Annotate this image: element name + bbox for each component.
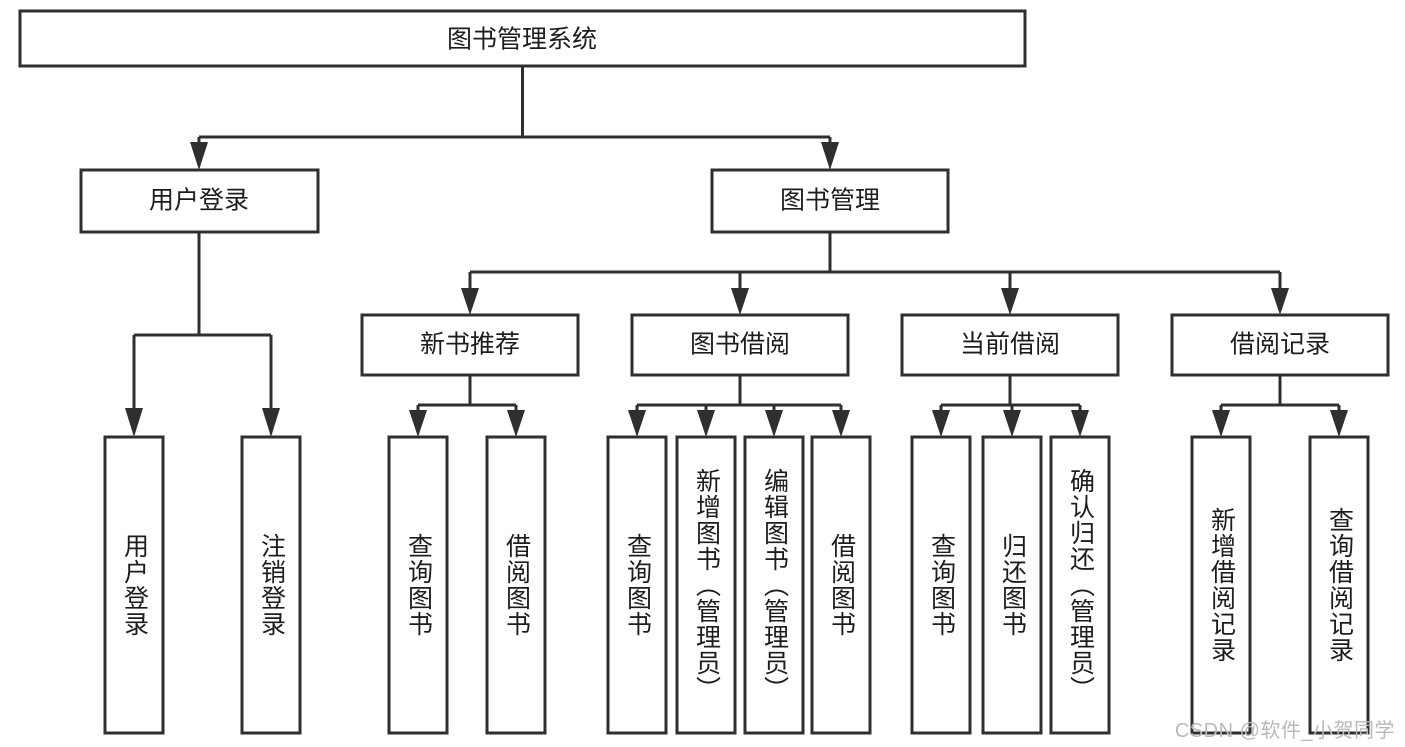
arrow-borrow-record-leaf-1 (1212, 410, 1230, 437)
arrow-book-manage-to-new-book (461, 288, 479, 315)
node-box-user-login[interactable] (79, 168, 320, 234)
node-label-current-borrow: 当前借阅 (960, 331, 1060, 359)
node-box-system[interactable] (18, 9, 1027, 68)
node-label-book-borrow: 图书借阅 (690, 331, 790, 359)
node-box-book-manage[interactable] (710, 168, 950, 234)
node-box-leaf-return-book[interactable] (981, 435, 1043, 735)
node-label-user-login: 用户登录 (149, 187, 249, 215)
arrow-book-manage-to-borrow-record (1271, 288, 1289, 315)
arrow-book-borrow-leaf-4 (832, 410, 850, 437)
arrow-root-to-user-login (190, 142, 208, 170)
node-box-leaf-query-book-rec[interactable] (387, 435, 449, 735)
arrow-new-book-leaf-1 (409, 410, 427, 437)
arrow-user-login-leaf-2 (262, 408, 280, 437)
arrow-current-borrow-leaf-1 (932, 410, 950, 437)
node-box-new-book-recommend[interactable] (360, 313, 580, 377)
arrow-borrow-record-leaf-2 (1330, 410, 1348, 437)
node-label-book-manage: 图书管理 (780, 187, 880, 215)
arrow-book-borrow-leaf-2 (697, 410, 715, 437)
connector-layer (125, 66, 1348, 437)
node-box-leaf-add-book-admin[interactable] (675, 435, 737, 735)
node-box-book-borrow[interactable] (630, 313, 850, 377)
csdn-watermark: CSDN @软件_小贺同学 (1174, 720, 1395, 742)
node-box-leaf-confirm-return-admin[interactable] (1049, 435, 1111, 735)
node-layer: 图书管理系统 用户登录 图书管理 新书推荐 图书借阅 当前借阅 借阅记录 (18, 9, 1390, 735)
node-box-leaf-add-borrow-record[interactable] (1190, 435, 1252, 735)
arrow-root-to-book-manage (821, 142, 839, 170)
arrow-book-borrow-leaf-1 (628, 410, 646, 437)
node-label-new-book-recommend: 新书推荐 (420, 331, 520, 359)
node-box-leaf-logout-login[interactable] (240, 435, 302, 735)
node-box-leaf-borrow-book-rec[interactable] (485, 435, 547, 735)
node-box-leaf-query-book-current[interactable] (910, 435, 972, 735)
node-box-leaf-user-login[interactable] (103, 435, 165, 735)
node-box-leaf-edit-book-admin[interactable] (743, 435, 805, 735)
node-box-leaf-query-borrow-record[interactable] (1308, 435, 1370, 735)
arrow-book-borrow-leaf-3 (765, 410, 783, 437)
node-label-borrow-record: 借阅记录 (1230, 331, 1330, 359)
node-box-current-borrow[interactable] (900, 313, 1120, 377)
node-box-leaf-borrow-book[interactable] (810, 435, 872, 735)
arrow-current-borrow-leaf-2 (1003, 410, 1021, 437)
arrow-user-login-leaf-1 (125, 408, 143, 437)
arrow-book-manage-to-book-borrow (731, 288, 749, 315)
node-box-borrow-record[interactable] (1170, 313, 1390, 377)
node-label-system: 图书管理系统 (447, 26, 597, 54)
arrow-current-borrow-leaf-3 (1071, 410, 1089, 437)
arrow-book-manage-to-current-borrow (1001, 288, 1019, 315)
node-box-leaf-query-book-borrow[interactable] (606, 435, 668, 735)
arrow-new-book-leaf-2 (507, 410, 525, 437)
